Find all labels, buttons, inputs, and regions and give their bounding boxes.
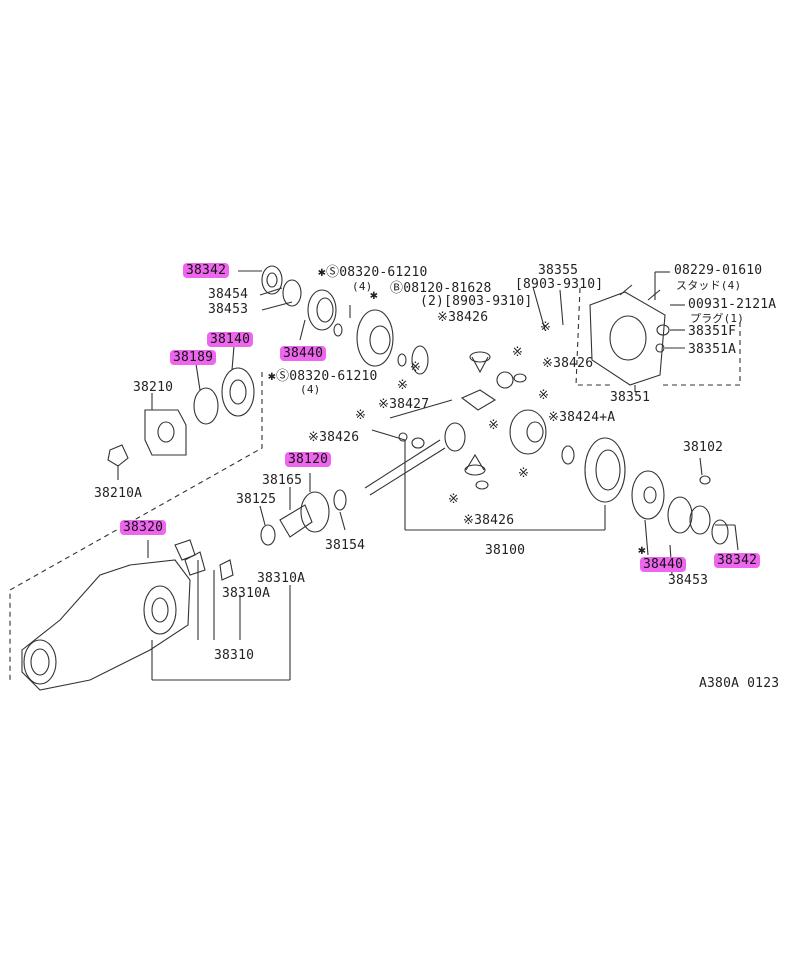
plug-00931: 00931-2121A [688,297,777,312]
part-38100: 38100 [485,543,526,558]
part-38424A: ※38424+A [548,410,616,425]
rear-cover [589,284,670,386]
bolt-08120: Ⓑ08120-81628 [390,281,492,296]
part-38426-a: ※38426 [437,310,489,325]
mark-f: ※ [518,466,530,481]
part-38154: 38154 [325,538,366,553]
part-38454: 38454 [208,287,249,302]
mark-e: ※ [355,408,367,423]
part-38427: ※38427 [378,397,430,412]
part-38310A-a: 38310A [257,571,306,586]
dashed-guides [9,287,741,680]
mark-d: ※ [488,418,500,433]
diff-gears [398,351,575,490]
part-38210A: 38210A [94,486,143,501]
stud-08229: 08229-01610 [674,263,763,278]
mark-k: ✱ [638,543,647,558]
pinion-bearing-top [261,265,343,337]
part-38426-d: ※38426 [463,513,515,528]
part-38310: 38310 [214,648,255,663]
part-38453-bottom: 38453 [668,573,709,588]
drive-pinion [260,422,466,546]
differential-case [21,539,234,691]
mark-g: ※ [448,492,460,507]
mark-i: ※ [410,360,422,375]
part-38426-c: ※38426 [308,430,360,445]
diagram-code: A380A 0123 [699,676,780,691]
bolt-08320-mid-qty: (4) [300,383,321,396]
part-38140: 38140 [207,332,254,347]
part-38351: 38351 [610,390,651,405]
part-38355-sub: [8903-9310] [515,277,604,292]
stud-label-jp: スタッド(4) [676,279,742,292]
plug-label-jp: プラグ(1) [690,312,745,325]
part-38320: 38320 [120,520,167,535]
ring-gear [584,437,729,545]
bolt-08320-top-qty: (4) [352,280,373,293]
mark-c: ※ [538,388,550,403]
part-38351A: 38351A [688,342,737,357]
part-38165: 38165 [262,473,303,488]
side-retainer [349,305,429,375]
part-38453-top: 38453 [208,302,249,317]
mark-b: ※ [397,378,409,393]
part-38440-bottom: 38440 [640,557,687,572]
part-38351F: 38351F [688,324,737,339]
part-38210: 38210 [133,380,174,395]
part-38310A-b: 38310A [222,586,271,601]
part-38342-top: 38342 [183,263,230,278]
bolt-08120-sub: (2)[8903-9310] [420,294,533,309]
part-38440-top: 38440 [280,346,327,361]
bolt-08320-mid: ✱Ⓢ08320-61210 [268,369,378,384]
part-38342-bottom: 38342 [714,553,761,568]
part-38120: 38120 [285,452,332,467]
oil-seal-parts [107,367,255,467]
part-38355: 38355 [538,263,579,278]
leader-lines [117,270,739,681]
part-38426-b: ※38426 [542,356,594,371]
part-38189: 38189 [170,350,217,365]
part-38125: 38125 [236,492,277,507]
part-38102: 38102 [683,440,724,455]
mark-h: ※ [540,320,552,335]
mark-a: ※ [512,345,524,360]
bolt-08320-top: ✱Ⓢ08320-61210 [318,265,428,280]
mark-j: ✱ [370,288,379,303]
